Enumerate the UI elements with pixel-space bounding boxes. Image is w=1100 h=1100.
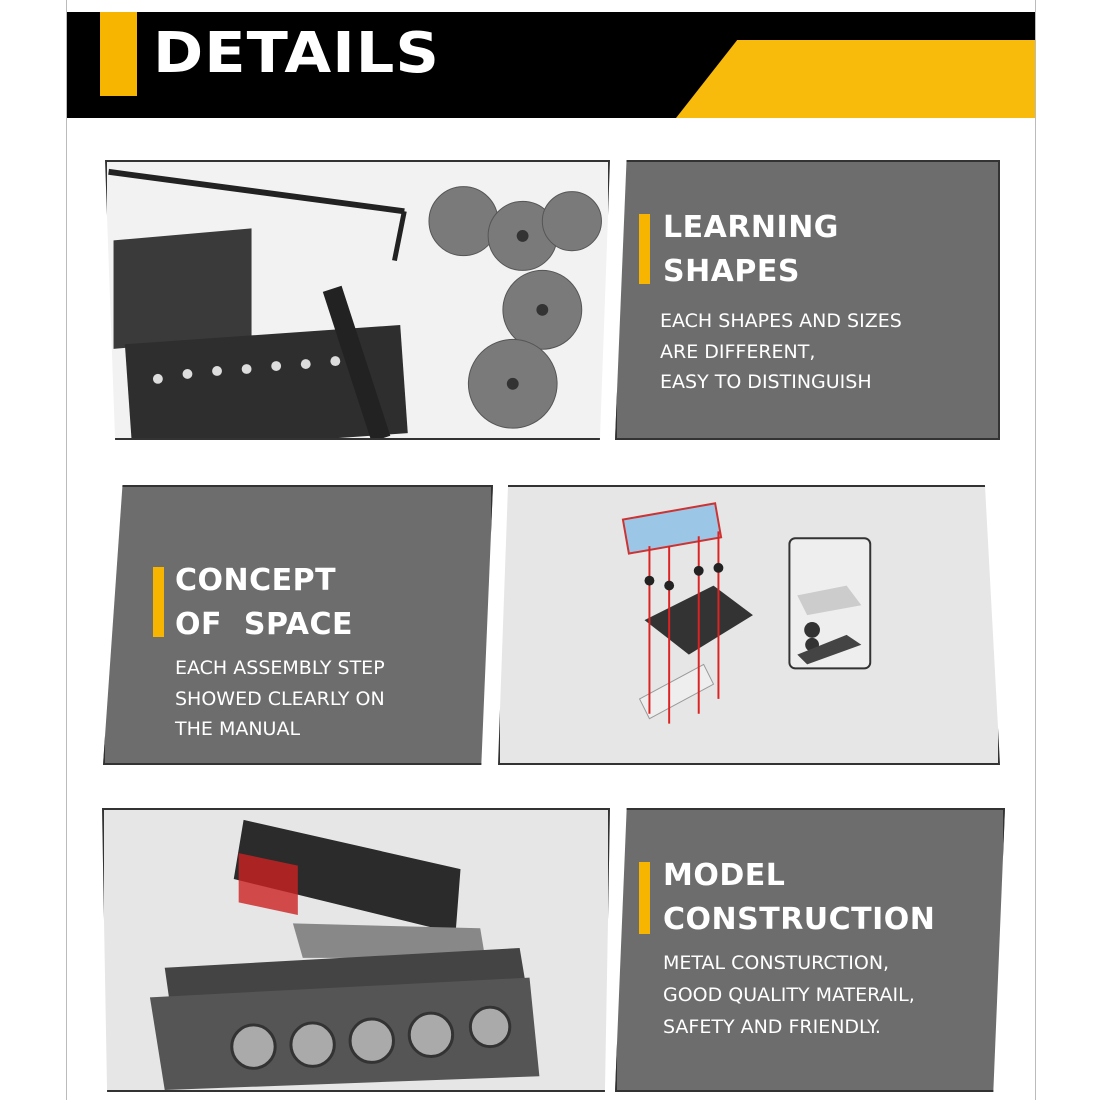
title-line: MODEL — [663, 858, 786, 893]
section-accent-bar — [639, 214, 650, 284]
manual-illustration — [498, 485, 1000, 765]
learning-shapes-panel: LEARNING SHAPES EACH SHAPES AND SIZES ARE … — [615, 160, 1000, 440]
title-line: CONCEPT — [175, 563, 337, 598]
header-accent-bar — [100, 12, 137, 96]
details-header: DETAILS — [67, 12, 1035, 118]
body-line: EASY TO DISTINGUISH — [660, 371, 872, 393]
left-border-line — [66, 0, 67, 1100]
body-line: EACH SHAPES AND SIZES — [660, 310, 902, 332]
section-accent-bar — [153, 567, 164, 637]
tank-model-photo — [102, 808, 610, 1092]
section-body: EACH ASSEMBLY STEP SHOWED CLEARLY ON THE M… — [175, 653, 385, 745]
body-line: THE MANUAL — [175, 718, 301, 740]
section-accent-bar — [639, 862, 650, 934]
section-title: MODEL CONSTRUCTION — [663, 854, 935, 942]
section-title: LEARNING SHAPES — [663, 206, 839, 294]
section-body: EACH SHAPES AND SIZES ARE DIFFERENT, EASY … — [660, 306, 902, 398]
page-title: DETAILS — [153, 21, 441, 86]
title-line: CONSTRUCTION — [663, 902, 936, 937]
body-line: METAL CONSTURCTION, — [663, 952, 890, 974]
body-line: ARE DIFFERENT, — [660, 340, 816, 363]
body-line: EACH ASSEMBLY STEP — [175, 657, 385, 679]
model-construction-panel: MODEL CONSTRUCTION METAL CONSTURCTION, GOO… — [615, 808, 1005, 1092]
section-body: METAL CONSTURCTION, GOOD QUALITY MATERAIL… — [663, 947, 915, 1043]
parts-photo — [105, 160, 610, 440]
right-border-line — [1035, 0, 1036, 1100]
title-line: LEARNING — [663, 210, 839, 245]
title-line: SHAPES — [663, 254, 801, 289]
header-yellow-slant — [676, 40, 1035, 118]
body-line: GOOD QUALITY MATERAIL, — [663, 984, 915, 1006]
concept-of-space-panel: CONCEPT OF SPACE EACH ASSEMBLY STEP SHOWED… — [103, 485, 493, 765]
section-title: CONCEPT OF SPACE — [175, 559, 353, 647]
title-line: OF SPACE — [175, 607, 353, 642]
body-line: SHOWED CLEARLY ON — [175, 687, 385, 710]
body-line: SAFETY AND FRIENDLY. — [663, 1016, 881, 1038]
